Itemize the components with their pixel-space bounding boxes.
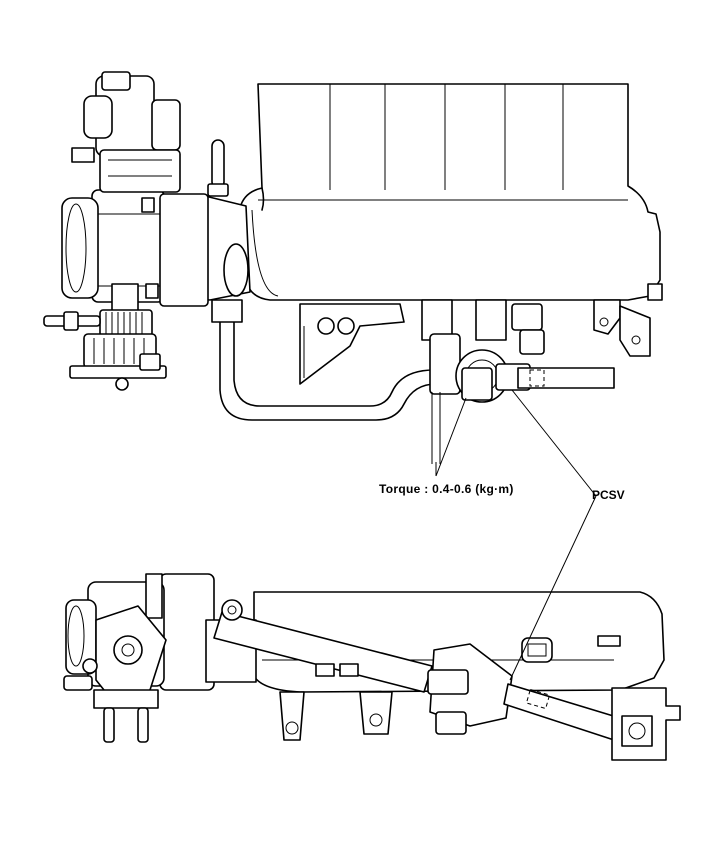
torque-spec-label: Torque : 0.4-0.6 (kg·m) (379, 482, 514, 496)
tank-end-cap (647, 283, 663, 301)
pcsv-leader-bottom (509, 495, 597, 681)
throttle-body (61, 189, 209, 307)
diagonal-tube (213, 599, 433, 693)
side-sensor (521, 637, 553, 663)
side-bracket (597, 635, 681, 761)
side-view-assembly (63, 573, 681, 761)
hose-clamp (211, 299, 243, 323)
vacuum-pipe (207, 139, 229, 197)
vacuum-hose-loop (219, 303, 437, 421)
pcsv-leader-top (511, 389, 597, 497)
throttle-linkage (43, 283, 167, 391)
pcsv-side (427, 643, 621, 741)
throttle-lever (63, 605, 167, 743)
neck-boss (223, 243, 249, 297)
top-view-assembly (43, 71, 663, 464)
surge-tank (239, 83, 661, 301)
idle-actuator (71, 71, 181, 193)
plenum-ribs (251, 84, 628, 297)
pcsv-label: PCSV (592, 488, 625, 502)
torque-leader-b (435, 397, 467, 477)
runner-flanges (421, 299, 651, 357)
pcsv-top (429, 333, 615, 464)
leader-lines (435, 389, 597, 681)
manifold-bracket (299, 303, 405, 385)
bolt-bosses (279, 663, 393, 741)
